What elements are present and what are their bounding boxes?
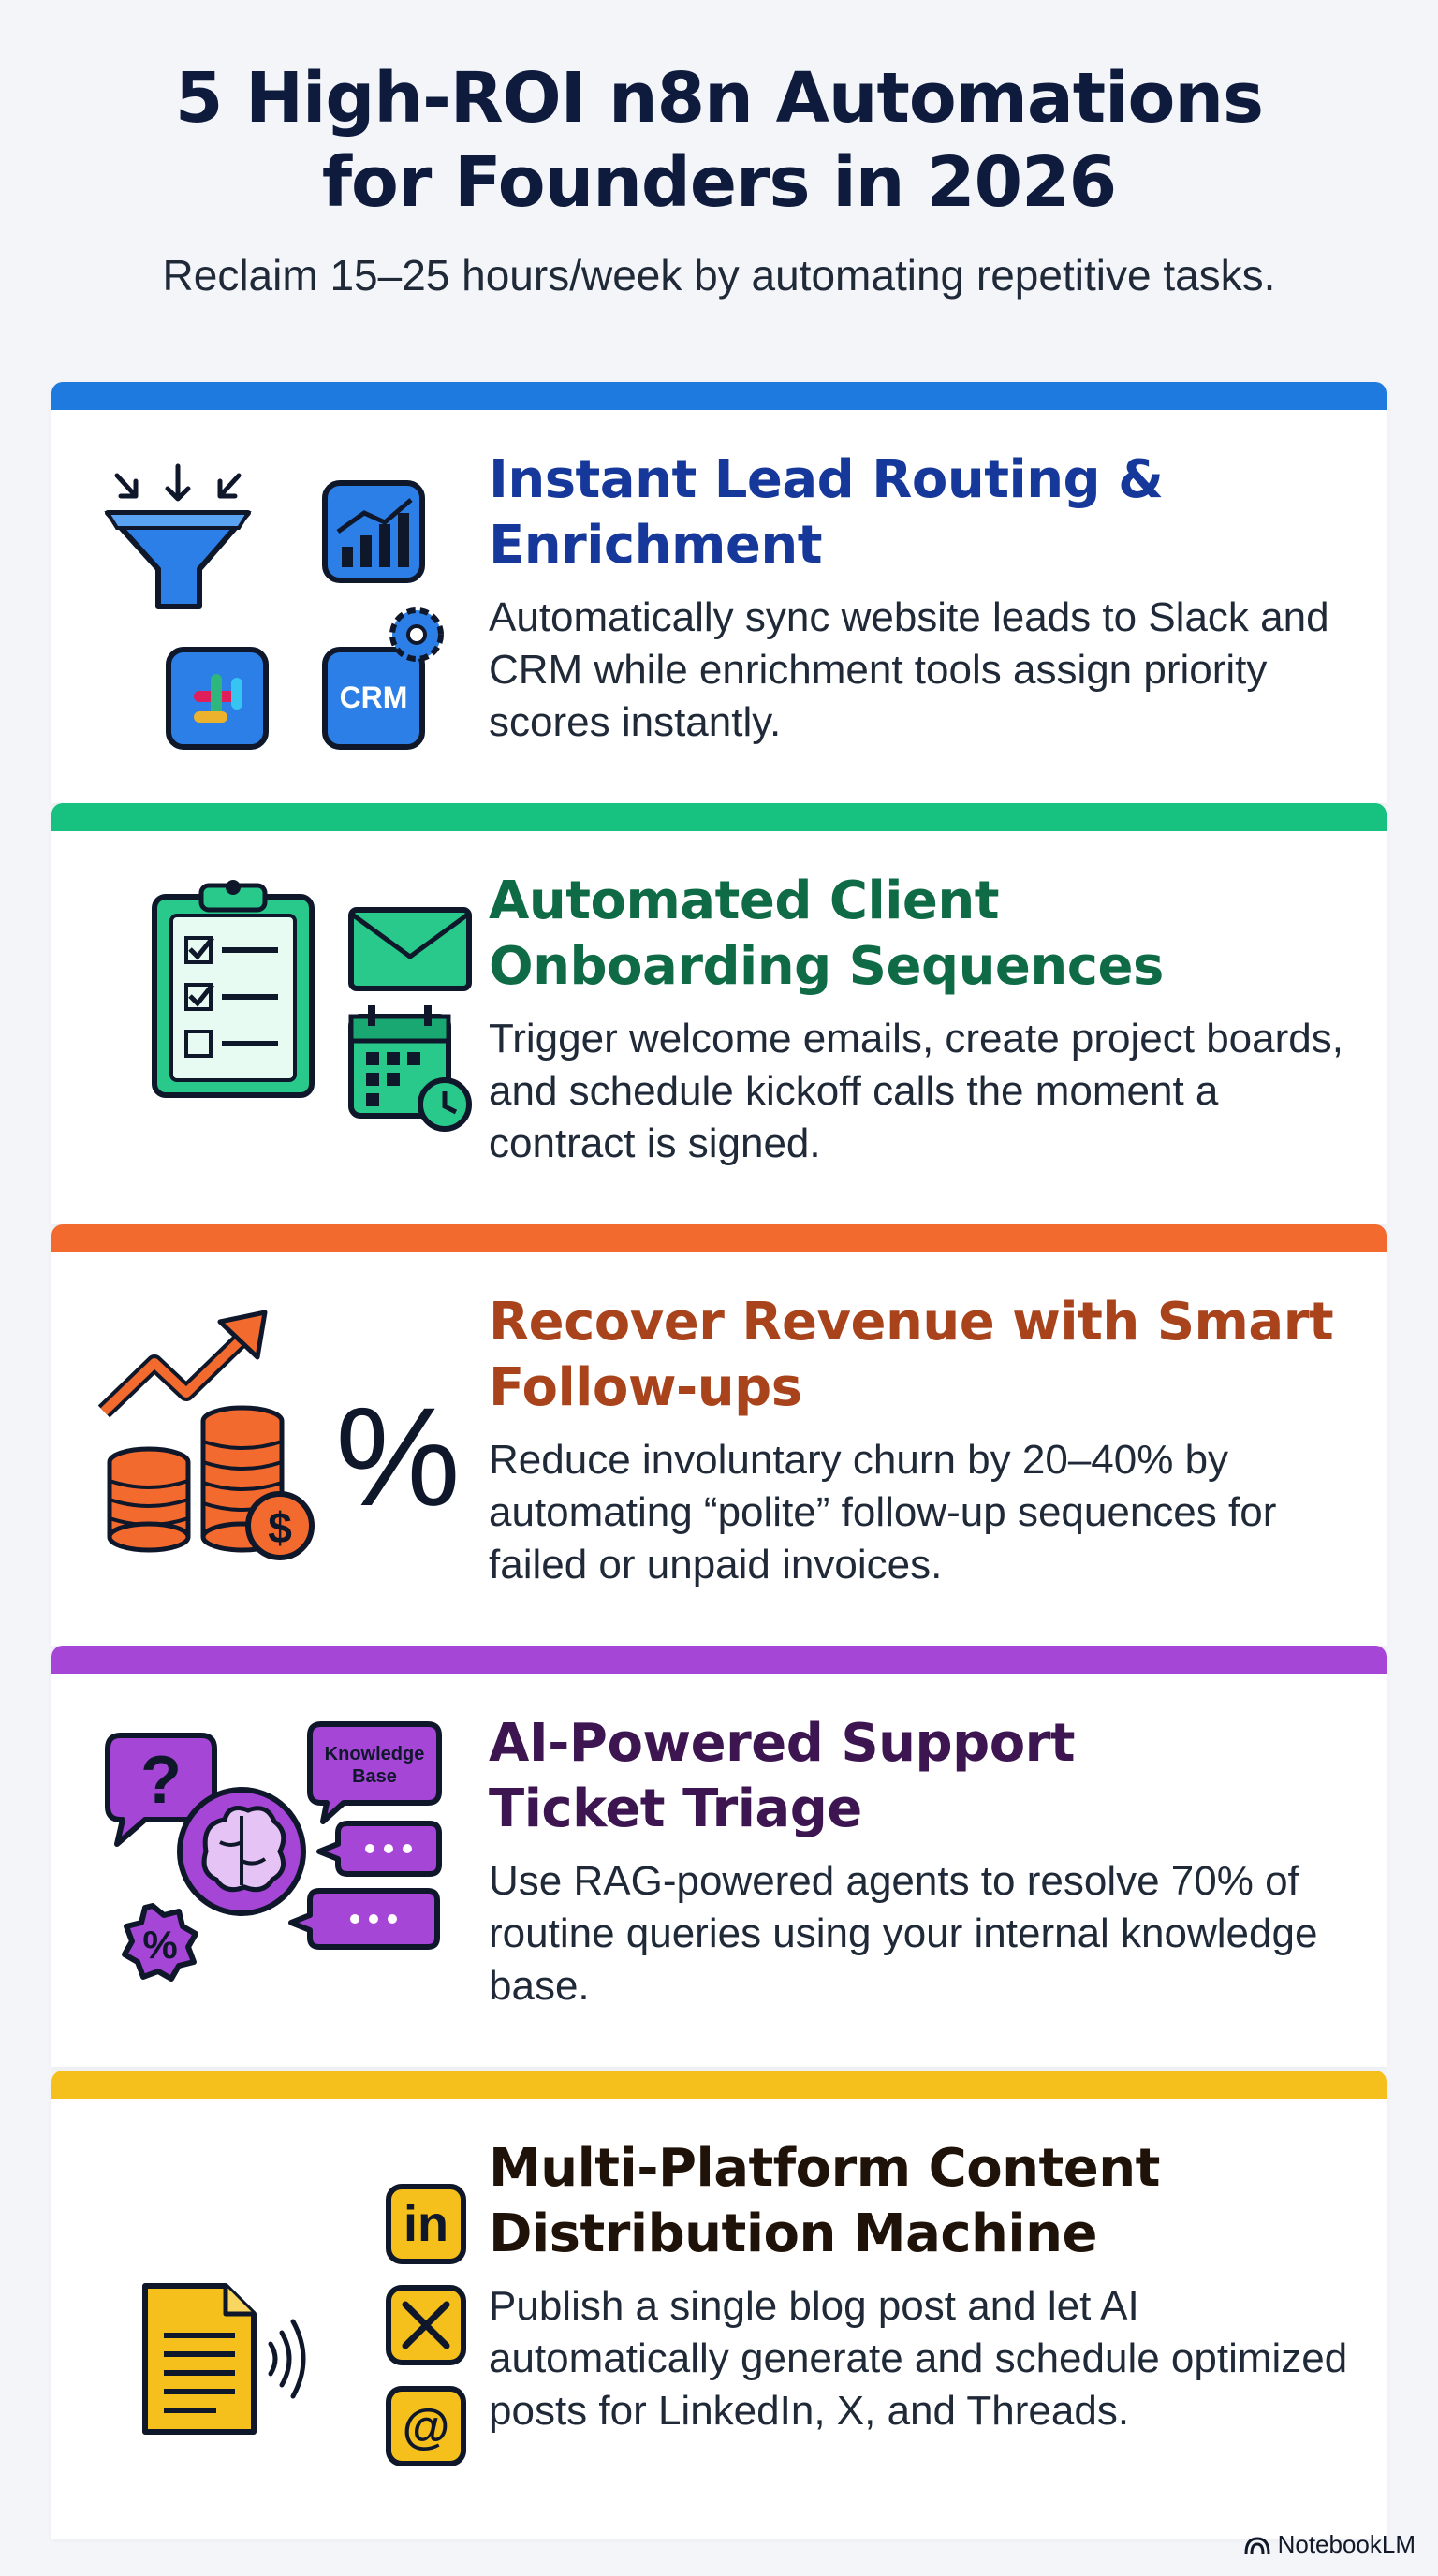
chat-bubble-icon <box>316 1821 442 1877</box>
brand-label: NotebookLM <box>1277 2530 1416 2558</box>
title-line-1: 5 High-ROI n8n Automations <box>174 58 1264 139</box>
linkedin-icon: in <box>386 2184 466 2264</box>
knowledge-base-bubble-icon: Knowledge Base <box>307 1721 442 1824</box>
coins-icon: $ <box>107 1405 315 1560</box>
card-description: Publish a single blog post and let AI au… <box>489 2283 1348 2434</box>
card-accent-bar <box>51 2071 1387 2099</box>
clipboard-checklist-icon <box>152 880 315 1098</box>
card-accent-bar <box>51 1224 1387 1252</box>
card-accent-bar <box>51 1646 1387 1674</box>
svg-text:%: % <box>142 1923 177 1967</box>
trend-arrow-icon <box>97 1310 268 1418</box>
brain-icon <box>177 1787 306 1916</box>
calendar-clock-icon <box>348 1005 472 1132</box>
card-text: AI-Powered Support Ticket Triage Use RAG… <box>489 1711 1369 2012</box>
card-support-triage: ? Knowledge Base <box>51 1646 1387 2067</box>
percent-icon: % <box>335 1378 460 1535</box>
svg-text:%: % <box>335 1378 460 1535</box>
svg-text:CRM: CRM <box>340 681 408 714</box>
header: 5 High-ROI n8n Automations for Founders … <box>0 56 1438 301</box>
card-icons: $ % <box>89 1281 482 1627</box>
card-title: Recover Revenue with Smart Follow-ups <box>489 1292 1334 1418</box>
title-line-2: for Founders in 2026 <box>321 142 1117 223</box>
card-client-onboarding: Automated Client Onboarding Sequences Tr… <box>51 803 1387 1224</box>
card-content-distribution: in @ Multi-Platform Content Distribution… <box>51 2071 1387 2539</box>
x-icon <box>386 2285 466 2365</box>
dollar-coin-icon: $ <box>245 1491 315 1560</box>
card-text: Recover Revenue with Smart Follow-ups Re… <box>489 1290 1369 1591</box>
svg-text:@: @ <box>403 2400 450 2454</box>
card-icons: ? Knowledge Base <box>89 1702 482 2048</box>
chat-bubble-icon <box>288 1888 440 1950</box>
document-icon <box>142 2283 257 2435</box>
card-text: Instant Lead Routing & Enrichment Automa… <box>489 447 1369 749</box>
card-accent-bar <box>51 803 1387 831</box>
card-lead-routing: CRM Instant Lead Routing & Enrichment Au… <box>51 382 1387 803</box>
card-text: Automated Client Onboarding Sequences Tr… <box>489 869 1369 1170</box>
broadcast-icon <box>268 2319 306 2399</box>
card-description: Automatically sync website leads to Slac… <box>489 594 1329 745</box>
card-recover-revenue: $ % Recover Revenue with Smart Follow-up… <box>51 1224 1387 1646</box>
gear-icon <box>389 607 444 662</box>
svg-text:?: ? <box>140 1743 182 1818</box>
svg-text:Knowledge: Knowledge <box>325 1744 425 1764</box>
svg-text:Base: Base <box>352 1766 397 1787</box>
page-subtitle: Reclaim 15–25 hours/week by automating r… <box>162 251 1276 300</box>
card-text: Multi-Platform Content Distribution Mach… <box>489 2136 1369 2437</box>
card-description: Trigger welcome emails, create project b… <box>489 1016 1343 1166</box>
card-title: Multi-Platform Content Distribution Mach… <box>489 2138 1160 2264</box>
chart-icon <box>322 480 425 583</box>
card-title: AI-Powered Support Ticket Triage <box>489 1713 1076 1839</box>
slack-icon <box>166 647 269 750</box>
threads-icon: @ <box>386 2386 466 2466</box>
notebooklm-logo-icon <box>1244 2536 1270 2554</box>
svg-text:in: in <box>404 2196 448 2252</box>
card-icons <box>89 859 482 1206</box>
card-accent-bar <box>51 382 1387 410</box>
card-description: Use RAG-powered agents to resolve 70% of… <box>489 1858 1318 2009</box>
card-icons: CRM <box>89 438 482 784</box>
svg-text:$: $ <box>268 1503 292 1552</box>
card-description: Reduce involuntary churn by 20–40% by au… <box>489 1437 1277 1588</box>
card-title: Instant Lead Routing & Enrichment <box>489 449 1164 576</box>
card-title: Automated Client Onboarding Sequences <box>489 871 1164 997</box>
page-title: 5 High-ROI n8n Automations for Founders … <box>0 56 1438 225</box>
envelope-icon <box>348 907 472 991</box>
card-icons: in @ <box>89 2127 482 2473</box>
crm-icon: CRM <box>322 607 444 750</box>
footer-brand: NotebookLM <box>1244 2530 1416 2559</box>
percent-badge-icon: % <box>122 1903 198 1982</box>
funnel-icon <box>104 463 252 609</box>
